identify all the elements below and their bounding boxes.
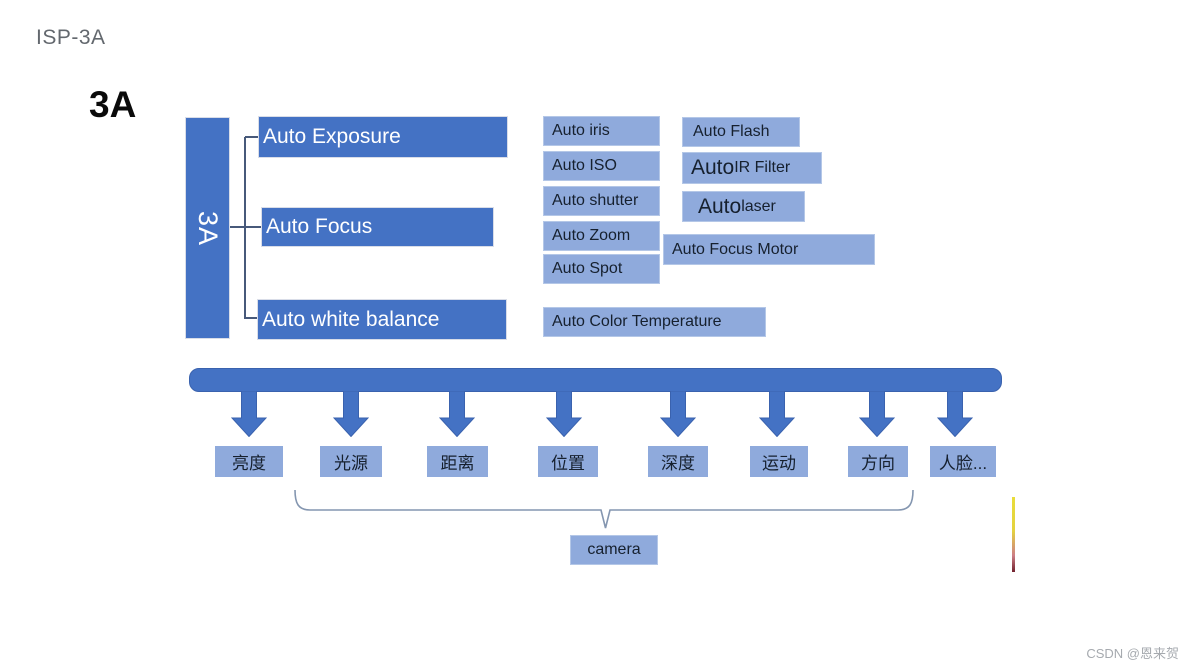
down-arrow-icon [937, 391, 973, 437]
slide-title: ISP-3A [36, 26, 106, 49]
auto-white-balance-box: Auto white balance [257, 299, 507, 340]
input-label-3: 位置 [538, 446, 598, 477]
connector-vertical [244, 137, 246, 319]
root-3a-label: 3A [193, 210, 223, 246]
input-label-0: 亮度 [215, 446, 283, 477]
leaf-box-auto-spot: Auto Spot [543, 254, 660, 284]
leaf-box-auto-ir-filter: Auto IR Filter [682, 152, 822, 184]
down-arrow-icon [546, 391, 582, 437]
auto-focus-box: Auto Focus [261, 207, 494, 247]
leaf-box-auto-shutter: Auto shutter [543, 186, 660, 216]
down-arrow-icon [859, 391, 895, 437]
leaf-box-auto-color-temperature: Auto Color Temperature [543, 307, 766, 337]
input-label-7: 人脸... [930, 446, 996, 477]
bus-bar [189, 368, 1002, 392]
input-label-4: 深度 [648, 446, 708, 477]
root-3a-box: 3A [185, 117, 230, 339]
leaf-box-auto-iris: Auto iris [543, 116, 660, 146]
watermark: CSDN @恩来贺 [1086, 646, 1179, 661]
down-arrow-icon [231, 391, 267, 437]
camera-box: camera [570, 535, 658, 565]
input-label-1: 光源 [320, 446, 382, 477]
connector-stub-focus [229, 226, 262, 228]
leaf-box-auto-focus-motor: Auto Focus Motor [663, 234, 875, 265]
brace-icon [294, 489, 914, 529]
connector-stub-awb [245, 317, 259, 319]
down-arrow-icon [333, 391, 369, 437]
leaf-box-auto-iso: Auto ISO [543, 151, 660, 181]
connector-stub-exposure [245, 136, 263, 138]
input-label-2: 距离 [427, 446, 488, 477]
gradient-line [1012, 497, 1015, 572]
auto-exposure-box: Auto Exposure [258, 116, 508, 158]
input-label-5: 运动 [750, 446, 808, 477]
leaf-box-auto-zoom: Auto Zoom [543, 221, 660, 251]
leaf-box-auto-flash: Auto Flash [682, 117, 800, 147]
down-arrow-icon [759, 391, 795, 437]
down-arrow-icon [439, 391, 475, 437]
down-arrow-icon [660, 391, 696, 437]
input-label-6: 方向 [848, 446, 908, 477]
leaf-box-auto-laser: Auto laser [682, 191, 805, 222]
heading-3a: 3A [89, 84, 137, 125]
